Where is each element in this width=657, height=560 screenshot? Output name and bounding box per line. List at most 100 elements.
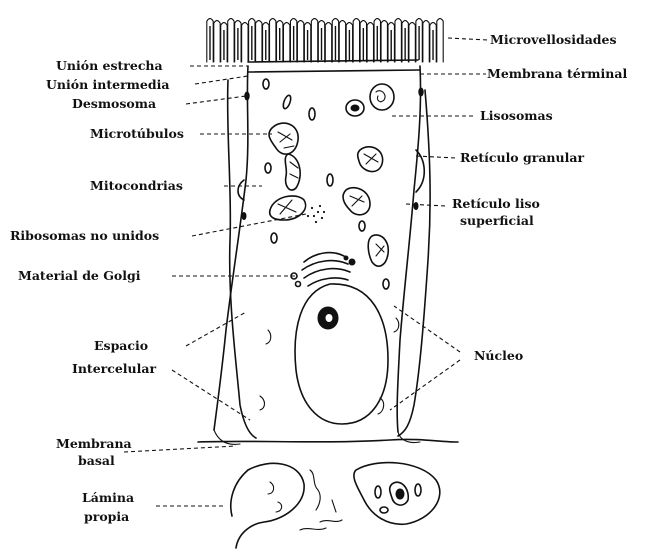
leader-membrana-basal xyxy=(124,446,236,452)
microvillus xyxy=(311,19,317,62)
lamina-organelle-1-core xyxy=(396,489,404,499)
microvillus xyxy=(270,19,276,62)
vesicle-8 xyxy=(271,233,277,243)
vesicle-4 xyxy=(327,174,333,186)
golgi-vesicle-4 xyxy=(344,256,348,260)
neighbour-wall-right xyxy=(398,90,430,436)
label-membrana-terminal: Membrana términal xyxy=(487,66,627,81)
label-union-estrecha: Unión estrecha xyxy=(56,58,163,73)
organelles xyxy=(260,79,399,424)
mitochondrion-right-1-cristae xyxy=(364,154,378,164)
label-ribosomas: Ribosomas no unidos xyxy=(10,228,159,243)
label-golgi: Material de Golgi xyxy=(18,268,141,283)
lamina-organelle-4 xyxy=(380,507,388,513)
microvillus xyxy=(256,21,262,62)
label-desmosoma: Desmosoma xyxy=(72,96,156,111)
terminal-membrane-line-bottom xyxy=(248,70,420,72)
leader-microvellosidades xyxy=(448,38,488,40)
microvillus xyxy=(367,23,373,62)
lysosome-1-core xyxy=(351,105,359,111)
microvillus xyxy=(297,21,303,62)
microvilli xyxy=(207,19,443,62)
label-microvellosidades: Microvellosidades xyxy=(490,32,617,47)
microvillus xyxy=(283,23,289,62)
label-lamina-1: Lámina xyxy=(82,490,134,505)
microvillus xyxy=(381,21,387,62)
leader-nucleo-1 xyxy=(394,306,460,352)
microvillus xyxy=(228,19,234,62)
vesicle-mid-left xyxy=(266,330,271,344)
microvillus xyxy=(409,23,415,62)
smooth-er-1-lines xyxy=(350,196,364,206)
label-lisosomas: Lisosomas xyxy=(480,108,553,123)
mitochondrion-lower-cristae xyxy=(278,200,296,214)
lamina-organelle-3 xyxy=(415,484,421,496)
mitochondrion-middle xyxy=(285,154,300,190)
vesicle-7 xyxy=(383,279,389,289)
microvillus xyxy=(437,19,443,62)
free-ribosomes xyxy=(307,205,325,223)
label-reticulo-liso-2: superficial xyxy=(460,213,534,228)
labels: Microvellosidades Unión estrecha Unión i… xyxy=(10,32,627,524)
right-cell-wall xyxy=(397,66,420,432)
microvillus xyxy=(395,19,401,62)
vesicle-2 xyxy=(309,108,315,120)
golgi-vesicle-2 xyxy=(296,282,301,287)
collagen-fiber-2 xyxy=(320,520,342,522)
desmosome-right xyxy=(419,88,423,96)
label-espacio-2: Intercelular xyxy=(72,361,156,376)
label-reticulo-liso-1: Retículo liso xyxy=(452,196,540,211)
label-membrana-basal-2: basal xyxy=(78,453,115,468)
terminal-membrane-line-top xyxy=(248,60,418,62)
desmosome-right-lower xyxy=(414,203,418,210)
nucleolus-center xyxy=(326,314,333,322)
leader-espacio-1 xyxy=(186,312,246,346)
microvillus xyxy=(353,19,359,62)
mitochondrion-middle-cristae xyxy=(290,162,298,178)
leader-desmosoma xyxy=(186,96,246,104)
vesicle-lower-left xyxy=(260,396,265,410)
vesicle-6 xyxy=(359,221,365,231)
microvillus xyxy=(423,21,429,62)
lamina-propria xyxy=(231,463,440,548)
label-lamina-2: propia xyxy=(84,509,129,524)
lamina-organelle-2 xyxy=(375,486,381,498)
leader-union-intermedia xyxy=(195,76,248,84)
label-mitocondrias: Mitocondrias xyxy=(90,178,183,193)
left-cell-wall xyxy=(214,66,248,430)
microvillus xyxy=(214,21,220,62)
vesicle-mid-right xyxy=(394,318,399,332)
mitochondrion-upper-cristae xyxy=(278,132,294,148)
lamina-cell-left-inner xyxy=(231,470,248,516)
golgi-cisterna-3 xyxy=(304,269,350,278)
leader-ribosomas xyxy=(192,214,306,236)
golgi-vesicle-3 xyxy=(349,259,355,265)
label-nucleo: Núcleo xyxy=(474,348,523,363)
microvillus xyxy=(242,23,248,62)
cell-body xyxy=(214,60,430,438)
lamina-vesicle-2 xyxy=(276,502,282,512)
nucleus-envelope xyxy=(295,284,388,424)
smooth-er-2 xyxy=(368,235,388,266)
microvillus xyxy=(325,23,331,62)
collagen-fiber-3 xyxy=(300,528,326,530)
lamina-vesicle-1 xyxy=(268,482,274,494)
label-microtubulos: Microtúbulos xyxy=(90,126,184,141)
microvillus xyxy=(339,21,345,62)
smooth-er-2-lines xyxy=(376,244,384,256)
desmosome-left-lower xyxy=(242,213,246,220)
label-reticulo-granular: Retículo granular xyxy=(460,150,584,165)
leader-nucleo-2 xyxy=(390,360,460,410)
leader-lines xyxy=(124,38,488,506)
lysosome-2 xyxy=(370,84,394,110)
lysosome-2-content xyxy=(376,91,385,102)
collagen-fiber-4 xyxy=(332,500,336,512)
vesicle-3 xyxy=(263,79,269,89)
golgi-apparatus xyxy=(291,253,355,287)
label-union-intermedia: Unión intermedia xyxy=(46,77,169,92)
vesicle-5 xyxy=(265,163,271,173)
lamina-cell-left xyxy=(236,463,304,548)
collagen-fiber-1 xyxy=(310,470,320,510)
